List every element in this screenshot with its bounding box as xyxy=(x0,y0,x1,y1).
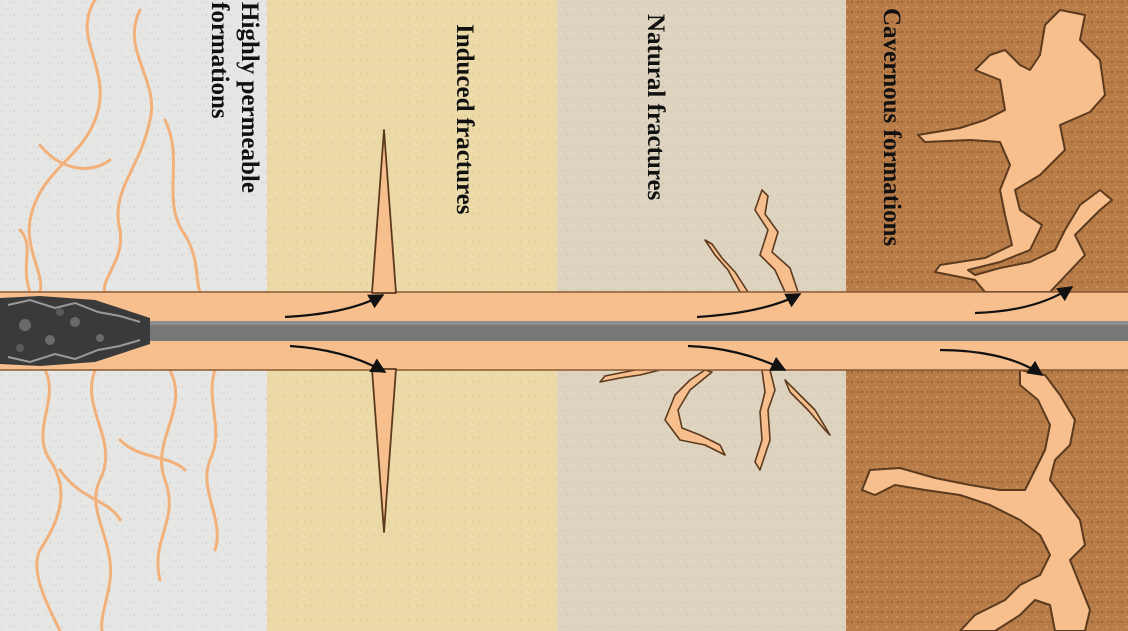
label-line: Highly permeable xyxy=(236,2,263,193)
label-line: Induced fractures xyxy=(451,24,478,215)
cavern-voids xyxy=(861,9,1113,631)
label-cavernous-formations: Cavernous formations xyxy=(876,8,906,246)
label-highly-permeable: Highly permeable formations xyxy=(204,2,264,193)
flow-arrows xyxy=(284,286,1074,376)
permeable-flow-paths xyxy=(18,0,219,631)
arrow-induced-top xyxy=(284,294,385,319)
label-line: Cavernous formations xyxy=(878,8,905,247)
arrow-natural-bottom xyxy=(687,344,787,371)
drill-pipe-highlight xyxy=(150,321,1128,325)
label-induced-fractures: Induced fractures xyxy=(449,24,479,215)
natural-fractures xyxy=(599,189,831,471)
drill-bit-icon xyxy=(0,296,150,366)
arrow-induced-bottom xyxy=(289,344,387,373)
arrow-cavern-top xyxy=(974,286,1074,315)
label-line: formations xyxy=(206,2,233,119)
arrow-natural-top xyxy=(696,293,802,319)
label-line: Natural fractures xyxy=(642,14,669,201)
arrow-cavern-bottom xyxy=(939,348,1044,376)
drill-pipe xyxy=(150,321,1128,341)
label-natural-fractures: Natural fractures xyxy=(640,14,670,200)
